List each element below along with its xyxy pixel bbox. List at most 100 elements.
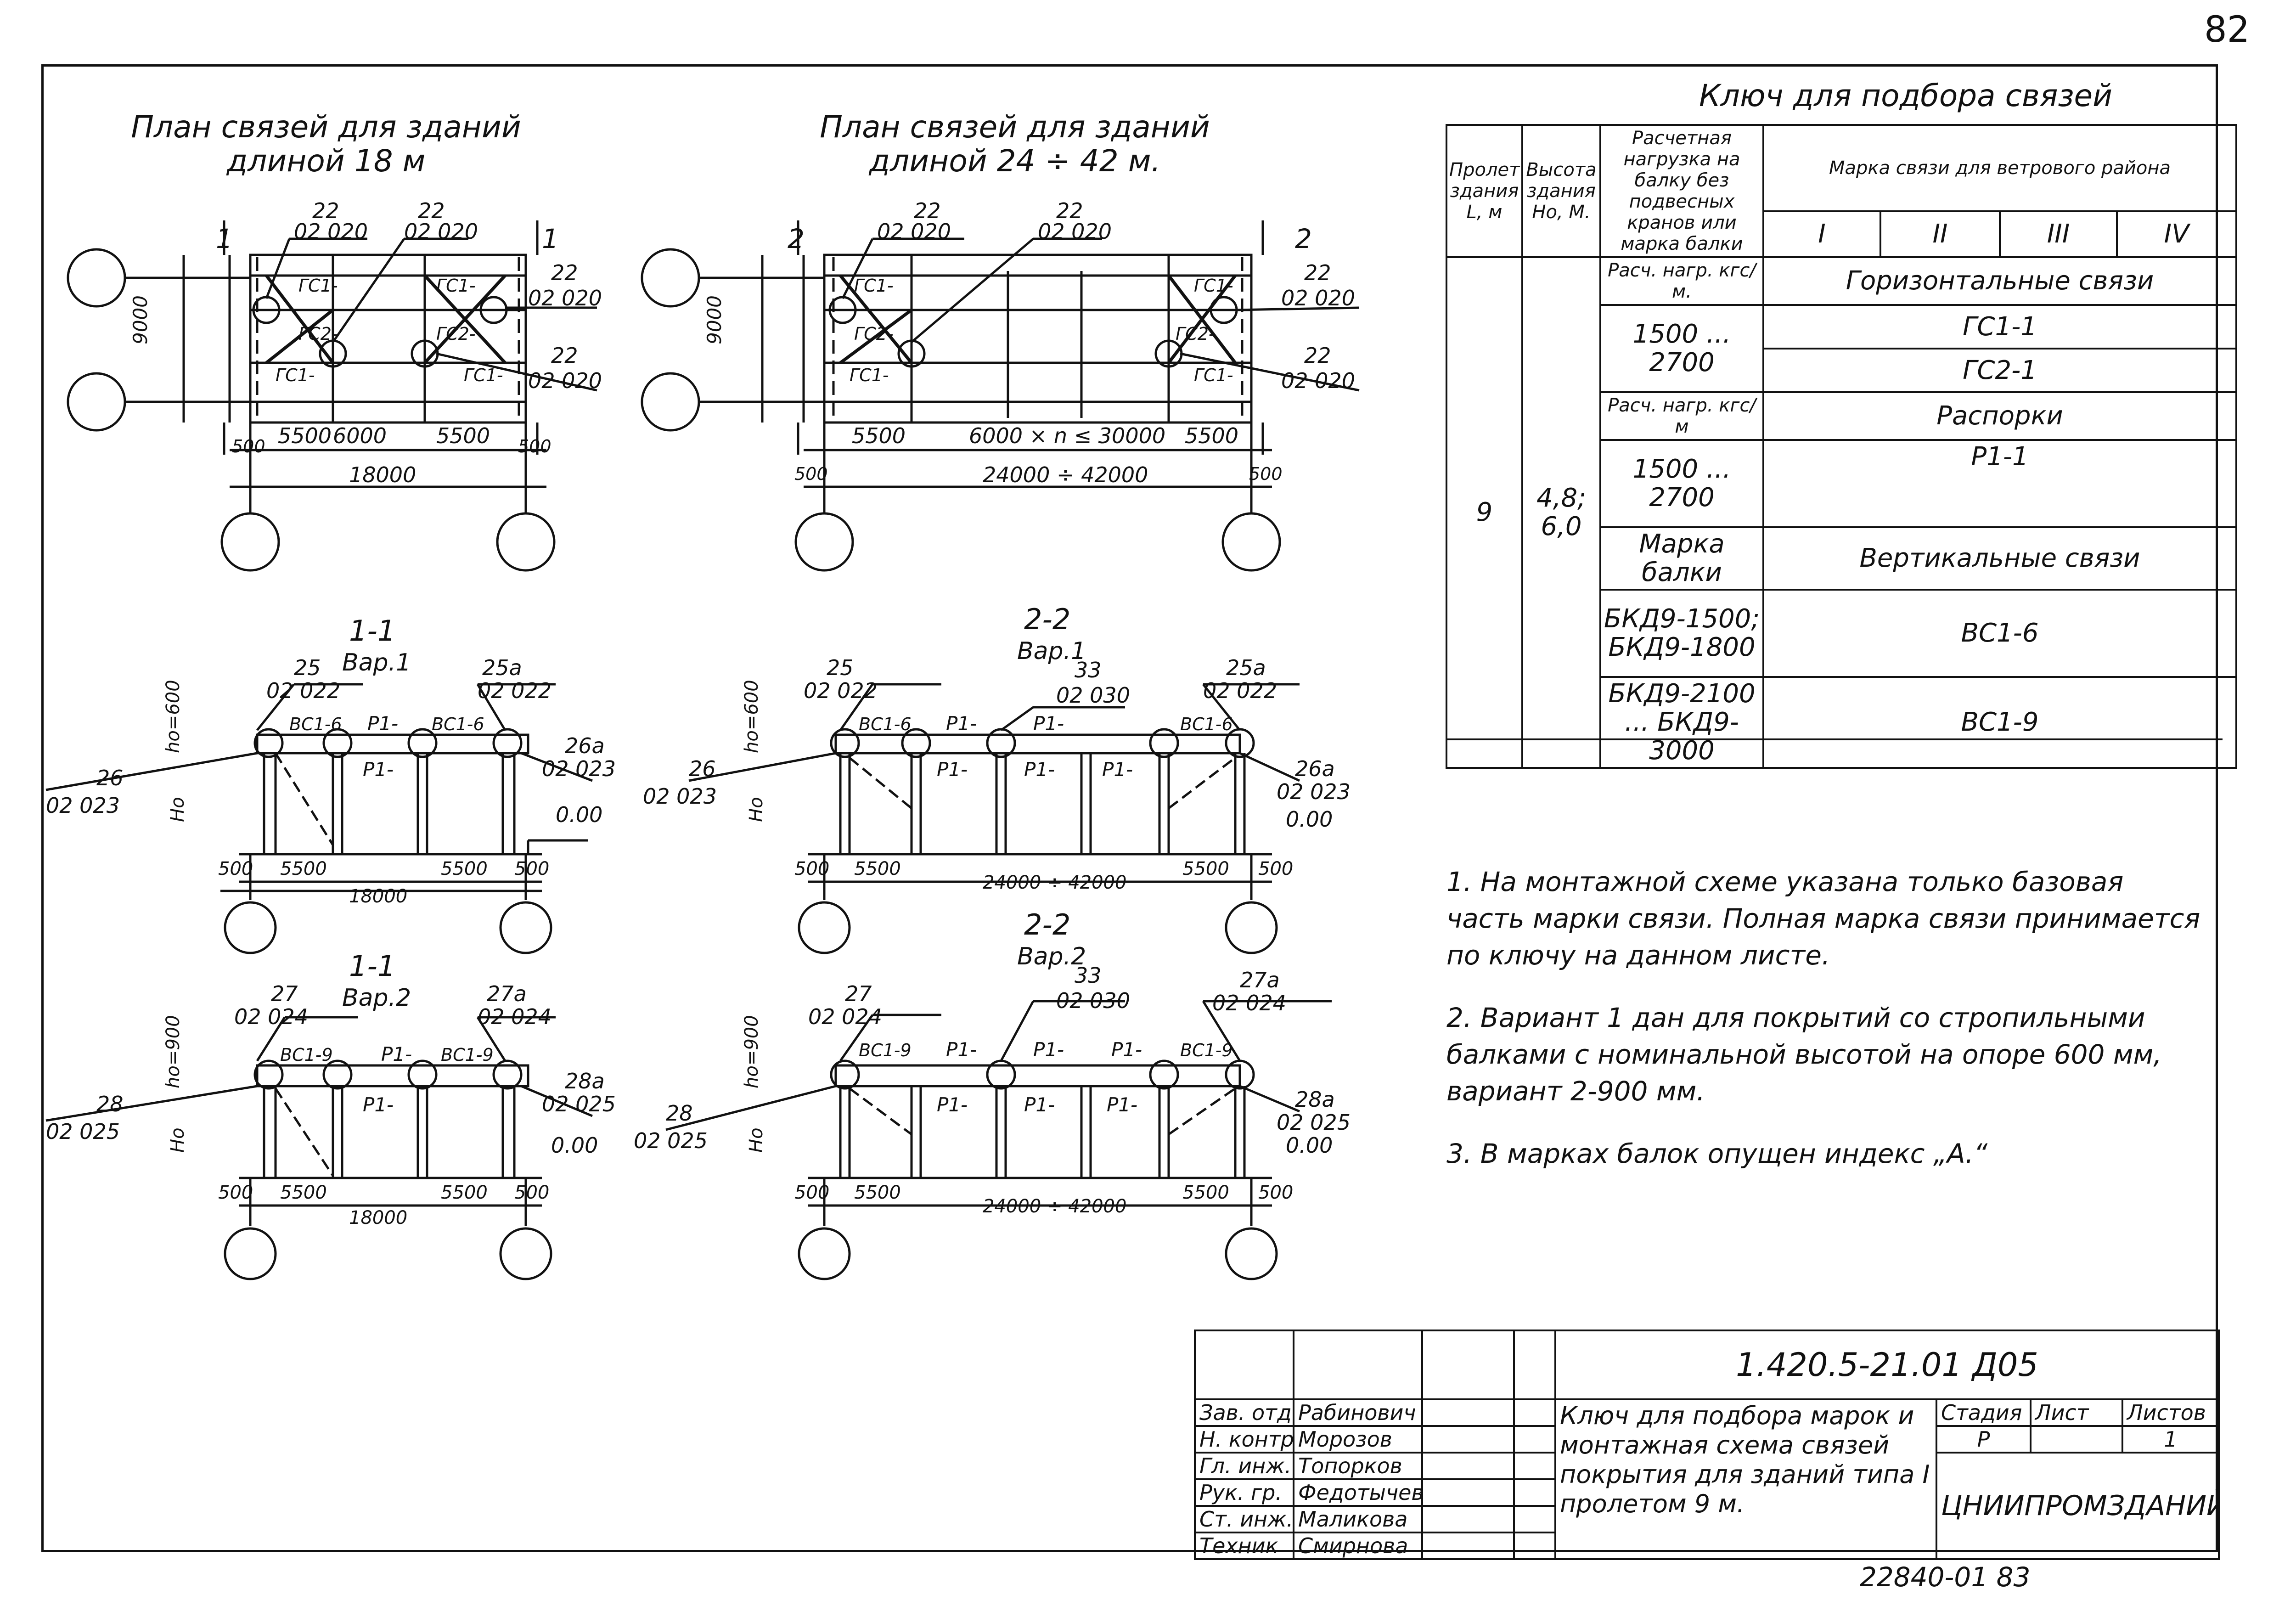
mark-gs1: ГС1- [854,276,894,296]
mark-r: Р1- [363,758,394,781]
callout-22: 22 [1304,260,1331,285]
mark-gs1: ГС1- [436,276,476,296]
callout-22: 22 [312,198,339,223]
callout-25a-code: 02 022 [478,678,551,703]
section-h: hо=600 [163,680,184,753]
beam-marks-2: БКД9-2100 ... БКД9-3000 [1599,676,1764,769]
plan-right-title: План связей для зданий длиной 24 ÷ 42 м. [808,110,1221,178]
struts-header: Распорки [1762,391,2238,441]
mark-r: Р1- [1111,1038,1142,1061]
dim: 500 [1258,1182,1293,1203]
strut-p1: Р1-1 [1762,439,2238,528]
callout-25: 25 [294,655,321,680]
callout-25a: 25а [1226,655,1266,680]
section-total: 18000 [349,1207,407,1228]
plan-left-dim-5500b: 5500 [436,423,490,448]
plan-left-dim-6000: 6000 [333,423,387,448]
callout-33: 33 [1075,658,1102,682]
mark-r: Р1- [1102,758,1133,781]
sheet-description: Ключ для подбора марок и монтажная схема… [1554,1398,1937,1560]
mark-r: Р1- [1024,1093,1055,1116]
plan-right-dim-5500b: 5500 [1185,423,1238,448]
plan-right-title-line1: План связей для зданий [820,109,1210,145]
plan-left-title: План связей для зданий длиной 18 м [119,110,533,178]
dim: 500 [514,1182,549,1203]
mark-r: Р1- [946,712,977,735]
dim: 500 [794,858,829,879]
horizontal-bracing-header: Горизонтальные связи [1762,256,2238,306]
callout-27-code: 02 024 [808,1004,882,1029]
mark-r: Р1- [937,758,968,781]
dim: 5500 [280,1182,327,1203]
beam-marks-1: БКД9-1500; БКД9-1800 [1599,589,1764,678]
callout-25a-code: 02 022 [1203,678,1277,703]
callout-27a-code: 02 024 [478,1004,551,1029]
load-range: 1500 ... 2700 [1599,439,1764,528]
header-load: Расчетная нагрузка на балку без подвесны… [1599,124,1764,258]
role: Гл. инж. пр. [1194,1452,1294,1480]
callout-22: 22 [551,343,578,368]
section-ho: Hо [167,1127,188,1153]
dim: 500 [1258,858,1293,879]
level-mark: 0.00 [1286,807,1333,832]
callout-28a: 28а [1295,1087,1335,1112]
axis-bubble [641,248,700,308]
sheet-number: 82 [2204,9,2250,51]
region-2: II [1880,210,2001,259]
mark-vs: ВС1-9 [859,1040,912,1060]
dim: 5500 [441,858,488,879]
plan-left-h-total: 9000 [129,295,152,344]
dim: 5500 [1182,1182,1229,1203]
mark-r: Р1- [1033,1038,1064,1061]
role: Рук. гр. [1194,1478,1294,1507]
mark-vs: ВС1-9 [441,1045,494,1065]
section-h: hо=900 [741,1015,762,1088]
callout-27a: 27а [1240,968,1280,992]
axis-bubble [641,372,700,432]
callout-22: 22 [914,198,941,223]
sheets-value: 1 [2121,1425,2220,1454]
signature [1421,1398,1515,1427]
name: Топорков [1293,1452,1423,1480]
axis-bubble [794,512,854,572]
callout-27-code: 02 024 [234,1004,308,1029]
plan-left-title-line2: длиной 18 м [226,143,426,179]
callout-26a-code: 02 023 [542,756,616,781]
note-1: 1. На монтажной схеме указана только баз… [1446,866,2200,971]
callout-25a: 25а [482,655,522,680]
mark-r: Р1- [946,1038,977,1061]
section-variant: Вар.1 [342,649,411,676]
header-mark: Марка связи для ветрового района [1762,124,2238,212]
header-span: Пролет здания L, м [1446,124,1523,258]
axis-bubble [220,512,280,572]
mark-gs1: ГС1- [464,365,503,385]
signature [1421,1505,1515,1533]
callout-22-code: 02 020 [404,219,478,244]
axis-bubble [496,512,556,572]
load-range: 1500 ... 2700 [1599,304,1764,393]
title-block: 1.420.5-21.01 Д05 Зав. отд. Рабинович Кл… [1194,1330,2220,1560]
signature [1421,1452,1515,1480]
section-ho: Hо [746,1127,767,1153]
header-height: Высота здания Hо, М. [1521,124,1601,258]
plan-left-dim-500a: 500 [232,436,265,456]
plan-right-dim-5500a: 5500 [852,423,906,448]
axis-bubble [67,372,126,432]
callout-22: 22 [418,198,445,223]
callout-27a-code: 02 024 [1212,991,1286,1015]
plan-left-outline [249,254,527,424]
callout-26a-code: 02 023 [1277,779,1351,804]
plan-left-title-line1: План связей для зданий [131,109,521,145]
name: Федотычева [1293,1478,1423,1507]
callout-28a-code: 02 025 [1277,1110,1351,1135]
plan-left-total: 18000 [349,462,416,487]
span-value: 9 [1446,256,1523,769]
callout-28-code: 02 025 [46,1119,120,1144]
callout-circle [479,296,508,324]
section-title: 2-2 [1024,603,1070,636]
dim: 5500 [854,1182,901,1203]
dim: 5500 [280,858,327,879]
load-label: Расч. нагр. кгс/м [1599,391,1764,441]
callout-22-code: 02 020 [1281,368,1355,393]
